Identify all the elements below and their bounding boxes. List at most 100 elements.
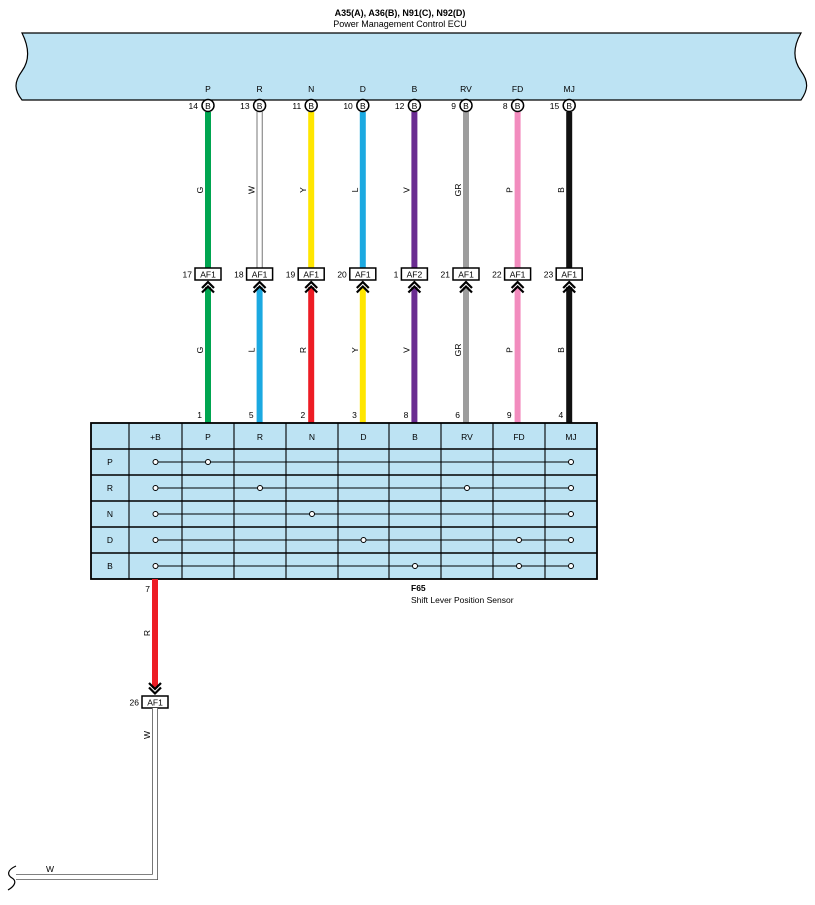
sensor-pin-number: 2 xyxy=(300,410,305,420)
sensor-row-label: R xyxy=(107,483,113,493)
ecu-connector-code: B xyxy=(205,101,211,111)
sensor-header-cell: B xyxy=(412,432,418,442)
sensor-header-cell: P xyxy=(205,432,211,442)
ecu-connector-code: B xyxy=(360,101,366,111)
junction-connector xyxy=(349,267,377,281)
supply-end-wire-code: W xyxy=(46,864,54,874)
junction-connector-code: AF2 xyxy=(407,270,423,280)
ecu-terminal-label: MJ xyxy=(564,84,575,94)
ecu-terminal-label: R xyxy=(257,84,263,94)
supply-lower-wire-code: W xyxy=(142,731,152,739)
contact-dot xyxy=(568,537,574,543)
ecu-box xyxy=(15,32,808,101)
sensor-header-cell: D xyxy=(360,432,366,442)
contact-dot xyxy=(205,459,211,465)
junction-connector xyxy=(245,267,274,281)
wire-color-code-upper: P xyxy=(505,187,515,193)
ecu-connector-circle xyxy=(459,98,473,113)
wire-color-code-lower: G xyxy=(195,347,205,354)
sensor-row-label: B xyxy=(107,561,113,571)
ecu-pin-number: 14 xyxy=(189,101,199,111)
sensor-header-cell: +B xyxy=(150,432,161,442)
ecu-connector-code: B xyxy=(515,101,521,111)
sensor-pin-number: 8 xyxy=(404,410,409,420)
supply-wire-lower-outline xyxy=(16,708,158,880)
junction-connector xyxy=(555,267,583,281)
wire-color-code-upper: Y xyxy=(298,187,308,193)
contact-dot xyxy=(464,485,470,491)
supply-sensor-pin: 7 xyxy=(145,584,150,594)
ecu-pin-number: 10 xyxy=(343,101,353,111)
junction-chevrons xyxy=(201,280,215,294)
contact-dot xyxy=(516,563,522,569)
junction-chevrons xyxy=(356,280,370,294)
wire-color-code-upper: GR xyxy=(453,184,463,197)
ecu-connector-code: B xyxy=(257,101,263,111)
junction-connector xyxy=(452,267,480,281)
ecu-ref: A35(A), A36(B), N91(C), N92(D) xyxy=(335,8,466,18)
ecu-connector-circle xyxy=(201,98,215,113)
junction-connector xyxy=(297,267,325,281)
ecu-connector-code: B xyxy=(308,101,314,111)
junction-pin-number: 23 xyxy=(544,270,554,280)
sensor-pin-number: 9 xyxy=(507,410,512,420)
junction-chevrons xyxy=(562,280,576,294)
ecu-connector-code: B xyxy=(412,101,418,111)
junction-pin-number: 22 xyxy=(492,270,502,280)
junction-pin-number: 1 xyxy=(394,270,399,280)
ecu-name: Power Management Control ECU xyxy=(333,19,467,29)
junction-pin-number: 17 xyxy=(183,270,193,280)
ecu-connector-circle xyxy=(407,98,422,113)
junction-pin-number: 18 xyxy=(234,270,244,280)
wire-color-code-lower: GR xyxy=(453,344,463,357)
wire-color-code-upper: W xyxy=(247,186,257,194)
supply-wire-color-code: R xyxy=(142,630,152,636)
ecu-pin-number: 13 xyxy=(240,101,250,111)
ecu-connector-circle xyxy=(356,98,370,113)
ecu-pin-number: 12 xyxy=(395,101,405,111)
contact-dot xyxy=(152,485,159,491)
wire-color-code-lower: P xyxy=(505,347,515,353)
wire-break-mark xyxy=(7,865,17,891)
ecu-connector-circle xyxy=(510,98,525,113)
contact-dot xyxy=(152,537,159,543)
contact-dot xyxy=(568,459,574,465)
ecu-connector-circle xyxy=(562,98,576,113)
junction-connector-code: AF1 xyxy=(561,270,577,280)
sensor-header-cell: R xyxy=(257,432,263,442)
junction-connector xyxy=(400,267,429,281)
wire-color-code-lower: B xyxy=(556,347,566,353)
ecu-terminal-label: D xyxy=(360,84,366,94)
ecu-pin-number: 9 xyxy=(451,101,456,111)
ecu-connector-code: B xyxy=(566,101,572,111)
contact-dot xyxy=(412,563,418,569)
contact-dot xyxy=(257,485,263,491)
contact-dot xyxy=(152,563,159,569)
wire-color-code-lower: L xyxy=(247,347,257,352)
contact-dot xyxy=(568,563,574,569)
contact-dot xyxy=(568,485,574,491)
junction-connector xyxy=(194,267,222,281)
sensor-header-cell: MJ xyxy=(565,432,576,442)
sensor-row-label: D xyxy=(107,535,113,545)
junction-pin-number: 21 xyxy=(441,270,451,280)
contact-dot xyxy=(309,511,315,517)
junction-connector-code: AF1 xyxy=(458,270,474,280)
sensor-row-label: N xyxy=(107,509,113,519)
sensor-header-cell: N xyxy=(309,432,315,442)
junction-pin-number: 19 xyxy=(286,270,296,280)
ecu-pin-number: 15 xyxy=(550,101,560,111)
junction-connector-code: AF1 xyxy=(355,270,371,280)
ecu-terminal-label: RV xyxy=(460,84,472,94)
supply-wire-lower xyxy=(16,708,158,880)
junction-chevrons xyxy=(304,280,318,294)
wire-color-code-lower: R xyxy=(298,347,308,353)
